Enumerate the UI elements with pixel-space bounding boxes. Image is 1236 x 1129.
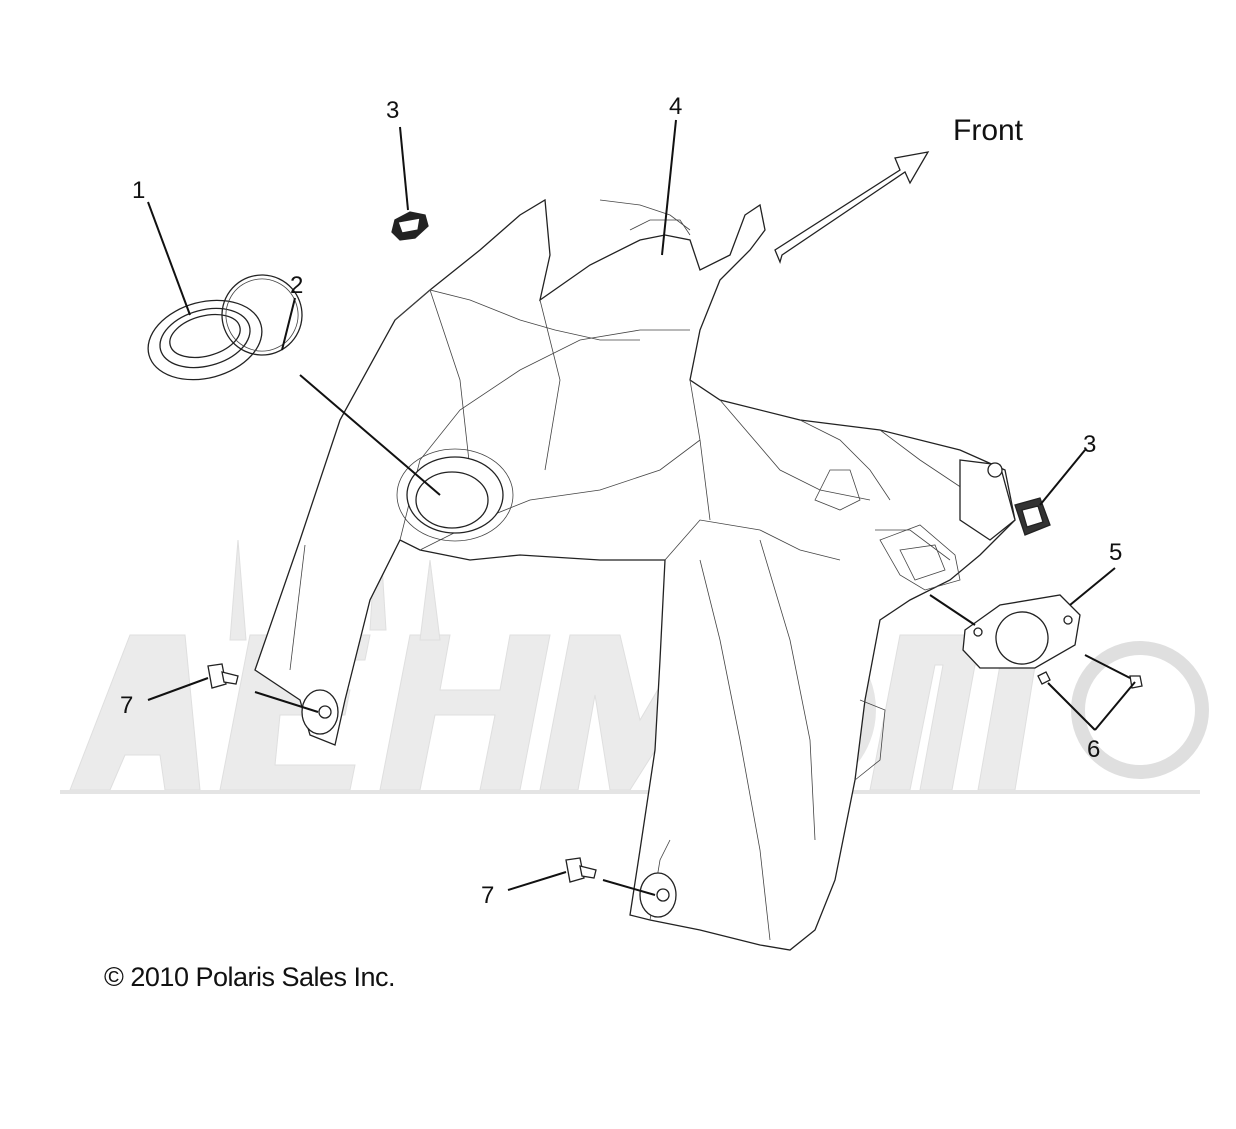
copyright-notice: © 2010 Polaris Sales Inc.	[104, 962, 396, 992]
leader-lines	[147, 119, 1136, 896]
part-7-rivet-bottom	[565, 857, 597, 883]
callout-6: 6	[1087, 736, 1100, 763]
callout-1: 1	[132, 177, 145, 204]
front-arrow	[774, 151, 930, 264]
callout-7-bottom: 7	[481, 882, 494, 909]
callout-7-left: 7	[120, 692, 133, 719]
part-5-cover-plate	[962, 594, 1081, 669]
callout-3-top: 3	[386, 97, 399, 124]
callout-5: 5	[1109, 539, 1122, 566]
part-3-clip-right	[1014, 497, 1051, 536]
part-2-o-ring	[221, 274, 303, 356]
callout-4: 4	[669, 93, 682, 120]
callout-3-right: 3	[1083, 431, 1096, 458]
part-6-screws	[1037, 671, 1143, 689]
front-fairing-panel	[254, 198, 1016, 951]
part-3-clip-top	[391, 211, 429, 241]
part-7-rivet-left	[207, 663, 239, 689]
callout-2: 2	[290, 272, 303, 299]
front-label: Front	[953, 114, 1024, 147]
part-1-bezel-ring	[147, 299, 263, 381]
